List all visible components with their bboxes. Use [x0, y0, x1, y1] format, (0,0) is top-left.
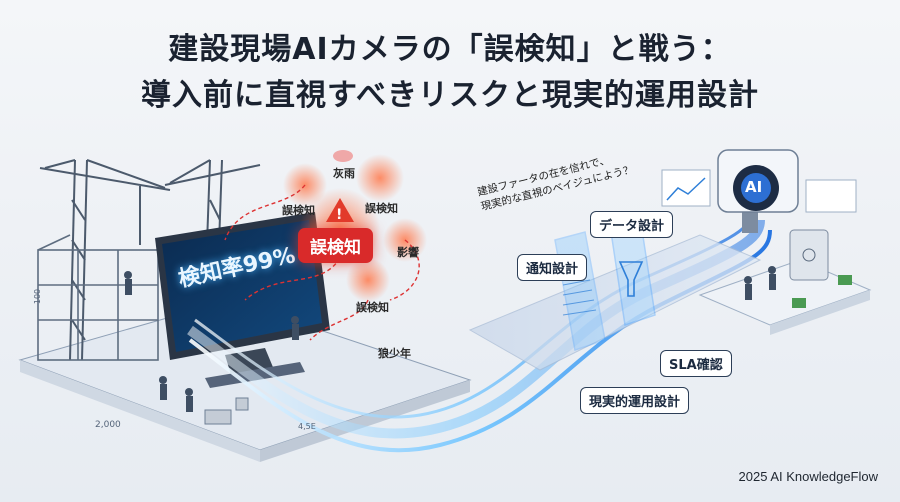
building-frame [37, 234, 191, 361]
false-detection-label-left: 誤検知 [282, 204, 315, 217]
ai-camera [717, 149, 799, 233]
dimension-depth: 4,5E [298, 422, 316, 431]
shadow-label: 影響 [397, 246, 419, 259]
false-detection-label-bottom: 誤検知 [356, 301, 389, 314]
title-line-1: 建設現場AIカメラの「誤検知」と戦う： [168, 32, 732, 67]
tag-realistic-operation: 現実的運用設計 [580, 387, 690, 414]
dust-rain-label: 灰雨 [333, 167, 355, 180]
chart-panel [661, 169, 857, 213]
crates [204, 397, 249, 425]
title-line-2: 導入前に直視すべきリスクと現実的運用設計 [141, 78, 759, 113]
dimension-height: 100 [33, 288, 43, 305]
false-detection-label-right: 誤検知 [365, 202, 398, 215]
svg-text:!: ! [336, 207, 342, 223]
dimension-width: 2,000 [95, 420, 121, 430]
workers [124, 266, 776, 412]
false-detection-badge: 誤検知 [298, 228, 373, 263]
tag-sla-check: SLA確認 [660, 350, 732, 377]
tag-data-design: データ設計 [590, 211, 674, 238]
footer-credit: 2025 AI KnowledgeFlow [738, 469, 878, 484]
camera-ai-badge: AI [745, 178, 763, 196]
right-platform [698, 229, 872, 335]
wolf-boy-label: 狼少年 [378, 347, 411, 360]
tag-notification-design: 通知設計 [517, 254, 588, 281]
